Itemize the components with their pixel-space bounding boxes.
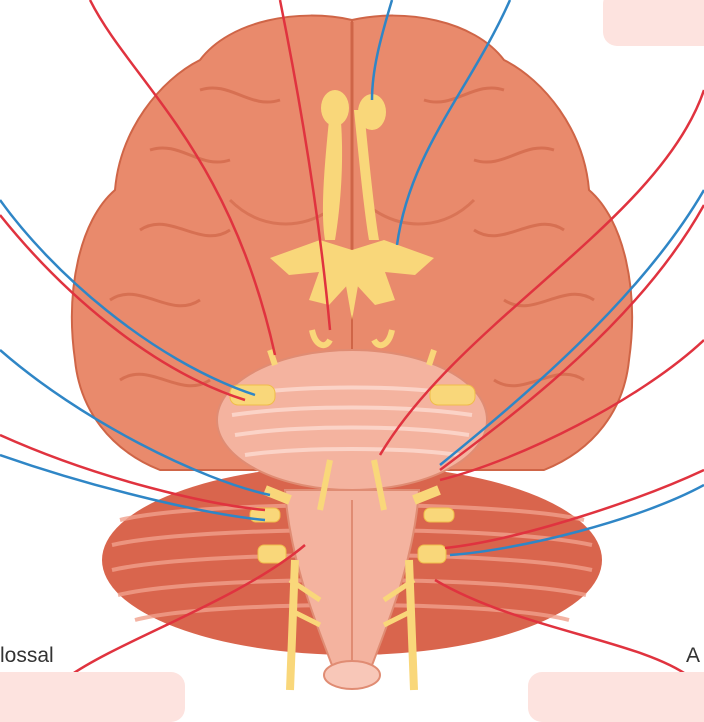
cranial-nerve-roots (229, 329, 476, 691)
olfactory-nerves (270, 90, 434, 320)
pons (216, 349, 488, 491)
pointer-line-blue (0, 199, 256, 397)
pointer-line-blue (449, 483, 704, 557)
pointer-line-blue (0, 349, 271, 497)
pointer-lines (0, 0, 704, 679)
pointer-line-red (439, 339, 704, 482)
pointer-line-blue (395, 0, 512, 246)
pointer-line-blue (370, 0, 394, 101)
label-box-bottom-left[interactable] (0, 672, 185, 722)
label-box-bottom-right[interactable] (528, 672, 704, 722)
pointer-line-red (0, 214, 246, 402)
pointer-line-blue (439, 189, 704, 466)
right-frontal-lobe (351, 14, 634, 471)
pointer-line-red (0, 433, 266, 512)
cranial-nerves-diagram (0, 0, 704, 691)
pointer-line-red (88, 0, 277, 356)
cerebrum (70, 14, 634, 471)
pointer-line-red (67, 544, 306, 679)
pointer-line-red (378, 89, 704, 456)
label-box-top-right[interactable] (603, 0, 704, 46)
pointer-line-blue (0, 453, 266, 522)
pointer-line-red (278, 0, 332, 331)
pointer-line-red (439, 204, 704, 471)
pointer-line-red (434, 578, 691, 679)
label-accessory: A (686, 644, 701, 667)
pointer-line-red (444, 468, 704, 550)
left-frontal-lobe (70, 14, 353, 471)
label-hypoglossal: lossal (0, 644, 54, 667)
